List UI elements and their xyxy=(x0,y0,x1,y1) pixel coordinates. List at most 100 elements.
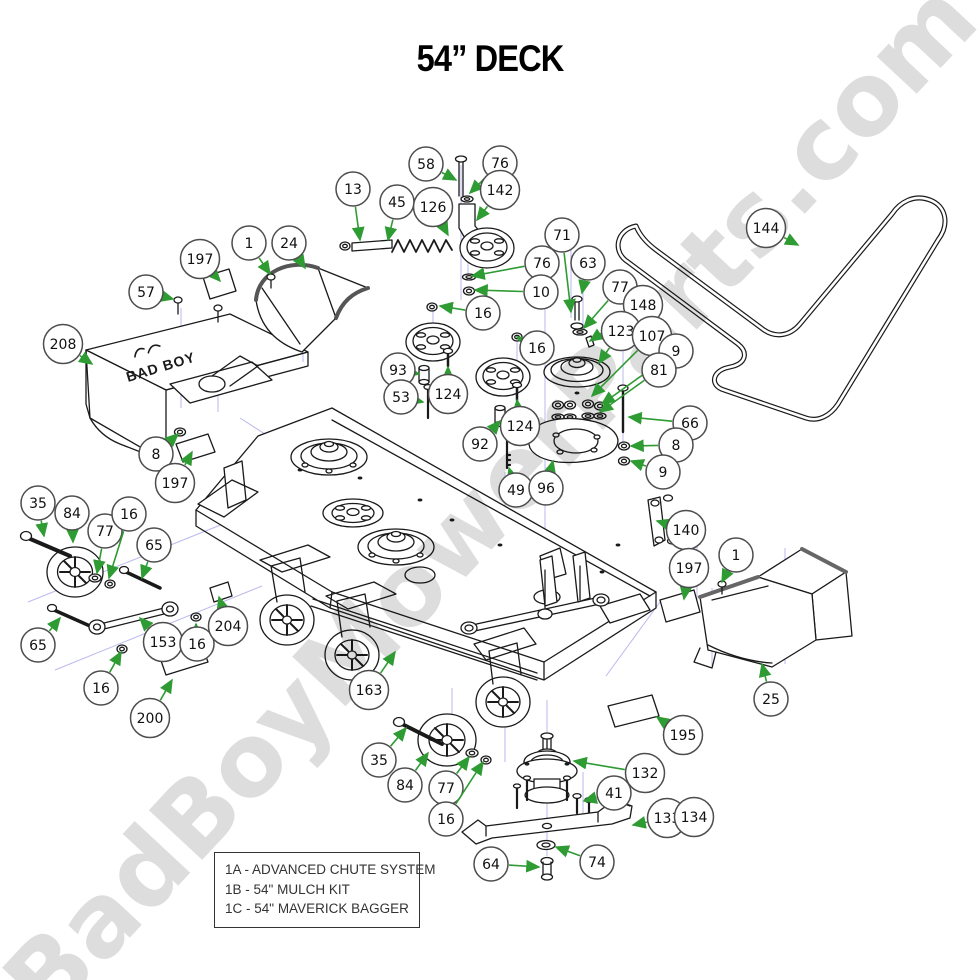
callout-circle xyxy=(138,436,174,472)
callout-number: 77 xyxy=(611,280,629,296)
callout-circle xyxy=(745,207,787,249)
callout-16: 16 xyxy=(428,760,484,837)
callout-142: 142 xyxy=(476,169,521,222)
callout-circle xyxy=(111,496,147,532)
callout-circle xyxy=(544,217,580,253)
callout-197: 197 xyxy=(154,450,196,504)
callout-number: 92 xyxy=(471,437,489,453)
callout-144: 144 xyxy=(745,207,800,249)
callout-number: 13 xyxy=(344,182,362,198)
callout-9: 9 xyxy=(629,454,681,490)
callout-number: 71 xyxy=(553,228,571,244)
callout-circle xyxy=(579,844,615,880)
callout-arrow xyxy=(93,548,106,575)
callout-circle xyxy=(20,627,56,663)
callout-arrow xyxy=(351,206,365,242)
callout-circle xyxy=(231,225,267,261)
callout-circle xyxy=(523,274,559,310)
callout-number: 163 xyxy=(356,683,383,699)
rear-chute-drawing xyxy=(693,547,853,669)
spindle-pulley-exploded-drawing xyxy=(527,295,631,466)
callout-53: 53 xyxy=(383,379,425,415)
callout-number: 8 xyxy=(672,438,681,454)
callout-arrow xyxy=(563,252,576,314)
callout-number: 107 xyxy=(639,329,666,345)
callout-140: 140 xyxy=(655,509,707,551)
blade-drawing xyxy=(461,799,633,881)
callout-arrow xyxy=(159,289,175,302)
callout-circle xyxy=(519,330,555,366)
callout-arrow xyxy=(598,347,612,365)
callout-84: 84 xyxy=(54,495,90,544)
callout-71: 71 xyxy=(544,217,580,314)
callout-circle xyxy=(335,171,371,207)
callout-arrow xyxy=(180,450,193,467)
callout-arrow xyxy=(35,520,48,538)
callout-circle xyxy=(662,714,704,756)
callout-13: 13 xyxy=(335,171,371,242)
caster-wheel-drawing xyxy=(46,546,531,767)
callout-208: 208 xyxy=(42,323,94,365)
callout-arrow xyxy=(455,760,484,805)
callout-132: 132 xyxy=(572,752,666,794)
callout-number: 142 xyxy=(487,183,514,199)
callout-circle xyxy=(462,426,498,462)
callout-arrow xyxy=(721,567,734,584)
callout-arrow xyxy=(508,859,541,873)
callout-arrow xyxy=(441,168,458,181)
callout-number: 16 xyxy=(474,306,492,322)
callout-arrow xyxy=(572,756,625,771)
callout-number: 63 xyxy=(579,256,597,272)
callout-57: 57 xyxy=(128,274,175,310)
exploded-pulley-drawing xyxy=(405,302,531,470)
page-title: 54” DECK xyxy=(416,38,565,79)
callout-circle xyxy=(179,238,221,280)
callout-92: 92 xyxy=(462,419,502,462)
callout-arrow xyxy=(438,301,466,315)
idler-spring-hardware-drawing xyxy=(339,155,515,296)
callout-arrow xyxy=(456,755,470,774)
callout-arrow xyxy=(578,279,591,295)
callout-arrow xyxy=(543,459,556,475)
callout-81: 81 xyxy=(598,352,677,413)
callout-circle xyxy=(673,796,715,838)
callout-number: 16 xyxy=(188,637,206,653)
callout-arrow xyxy=(140,561,153,580)
callout-76: 76 xyxy=(470,245,560,281)
callout-16: 16 xyxy=(515,330,555,366)
callout-126: 126 xyxy=(412,186,454,237)
callout-197: 197 xyxy=(668,547,710,601)
misc-hardware-drawing xyxy=(173,273,276,437)
legend-item: 1B - 54" MULCH KIT xyxy=(225,881,350,897)
legend-item: 1A - ADVANCED CHUTE SYSTEM xyxy=(225,862,436,877)
callout-circle xyxy=(473,846,509,882)
callout-circle xyxy=(348,669,390,711)
callout-circle xyxy=(624,752,666,794)
callout-number: 140 xyxy=(673,523,700,539)
callout-circle xyxy=(596,775,632,811)
callout-arrow xyxy=(216,595,229,612)
callout-number: 123 xyxy=(608,324,635,340)
upper-chute-drawing xyxy=(254,262,370,353)
callout-16: 16 xyxy=(83,650,122,706)
callout-number: 84 xyxy=(396,778,414,794)
callout-arrow xyxy=(486,419,502,435)
callout-arrow xyxy=(506,466,519,483)
callout-63: 63 xyxy=(570,245,606,295)
callout-1: 1 xyxy=(718,537,754,584)
callout-35: 35 xyxy=(20,485,56,538)
callout-number: 81 xyxy=(650,363,668,379)
callout-124: 124 xyxy=(499,398,541,447)
callout-arrow xyxy=(631,816,648,829)
callout-195: 195 xyxy=(655,714,704,756)
callout-arrow xyxy=(473,284,524,297)
drive-belt-drawing xyxy=(615,195,948,422)
callout-number: 53 xyxy=(392,390,410,406)
callout-arrow xyxy=(138,616,154,632)
callout-number: 197 xyxy=(676,561,703,577)
callout-64: 64 xyxy=(473,846,541,882)
callout-number: 25 xyxy=(762,692,780,708)
callout-84: 84 xyxy=(387,751,429,803)
callout-8: 8 xyxy=(138,432,180,472)
